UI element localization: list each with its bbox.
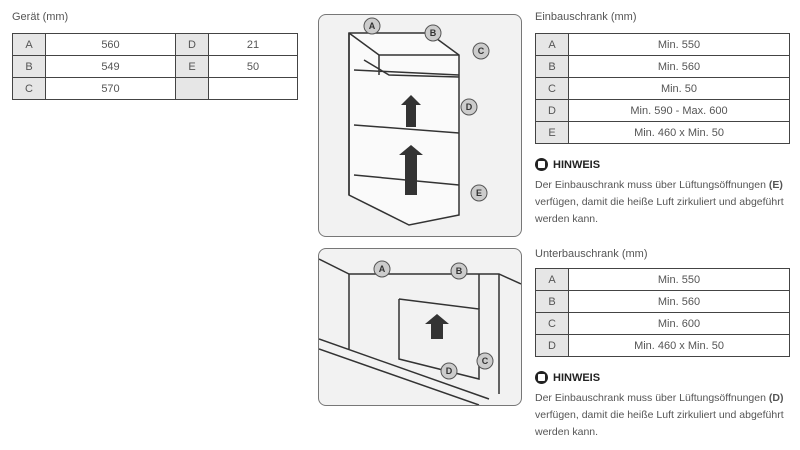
cell: A bbox=[12, 33, 46, 56]
note-heading: HINWEIS bbox=[535, 158, 600, 171]
label-a: A bbox=[379, 264, 386, 274]
cell: B bbox=[12, 55, 46, 78]
label-c: C bbox=[482, 356, 489, 366]
under-counter-table-title: Unterbauschrank (mm) bbox=[535, 248, 648, 260]
label-b: B bbox=[456, 266, 463, 276]
cell: D bbox=[535, 334, 569, 357]
device-table-title: Gerät (mm) bbox=[12, 11, 69, 23]
label-b: B bbox=[430, 28, 437, 38]
cell: E bbox=[535, 121, 569, 144]
cell: 21 bbox=[208, 33, 298, 56]
note-text-part: Der Einbauschrank muss über Lüftungsöffn… bbox=[535, 392, 769, 404]
cell bbox=[175, 77, 209, 100]
cell: 50 bbox=[208, 55, 298, 78]
label-c: C bbox=[478, 46, 485, 56]
note-title: HINWEIS bbox=[553, 158, 601, 171]
cell bbox=[208, 77, 298, 100]
cell: C bbox=[12, 77, 46, 100]
note-text: Der Einbauschrank muss über Lüftungsöffn… bbox=[535, 177, 795, 228]
cell: D bbox=[175, 33, 209, 56]
label-a: A bbox=[369, 21, 376, 31]
cell: Min. 600 bbox=[568, 312, 790, 335]
cell: Min. 460 x Min. 50 bbox=[568, 121, 790, 144]
cell: D bbox=[535, 99, 569, 122]
cell: A bbox=[535, 33, 569, 56]
note-text-part: verfügen, damit die heiße Luft zirkulier… bbox=[535, 409, 784, 438]
label-d: D bbox=[466, 102, 473, 112]
cell: Min. 560 bbox=[568, 55, 790, 78]
cell: E bbox=[175, 55, 209, 78]
note-text-part: verfügen, damit die heiße Luft zirkulier… bbox=[535, 196, 784, 225]
cell: C bbox=[535, 312, 569, 335]
note-key: (D) bbox=[768, 392, 784, 404]
note-heading: HINWEIS bbox=[535, 371, 600, 384]
note-text-part: Der Einbauschrank muss über Lüftungsöffn… bbox=[535, 179, 769, 191]
label-e: E bbox=[476, 188, 482, 198]
note-key: (E) bbox=[768, 179, 783, 191]
cell: Min. 460 x Min. 50 bbox=[568, 334, 790, 357]
note-title: HINWEIS bbox=[553, 371, 601, 384]
cell: Min. 550 bbox=[568, 33, 790, 56]
label-d: D bbox=[446, 366, 453, 376]
note-text: Der Einbauschrank muss über Lüftungsöffn… bbox=[535, 390, 795, 441]
under-counter-cabinet-diagram: A B C D bbox=[318, 248, 522, 406]
cell: C bbox=[535, 77, 569, 100]
cell: Min. 50 bbox=[568, 77, 790, 100]
cell: A bbox=[535, 268, 569, 291]
note-icon bbox=[535, 371, 548, 384]
built-in-table-title: Einbauschrank (mm) bbox=[535, 11, 637, 23]
built-in-cabinet-diagram: A B C D E bbox=[318, 14, 522, 237]
cell: Min. 590 - Max. 600 bbox=[568, 99, 790, 122]
cell: Min. 560 bbox=[568, 290, 790, 313]
cell: 549 bbox=[45, 55, 176, 78]
cell: B bbox=[535, 55, 569, 78]
cabinet-illustration: A B C D E bbox=[348, 17, 490, 226]
cell: B bbox=[535, 290, 569, 313]
note-icon bbox=[535, 158, 548, 171]
cabinet-illustration: A B C D bbox=[319, 258, 521, 405]
cell: 560 bbox=[45, 33, 176, 56]
cell: Min. 550 bbox=[568, 268, 790, 291]
cell: 570 bbox=[45, 77, 176, 100]
